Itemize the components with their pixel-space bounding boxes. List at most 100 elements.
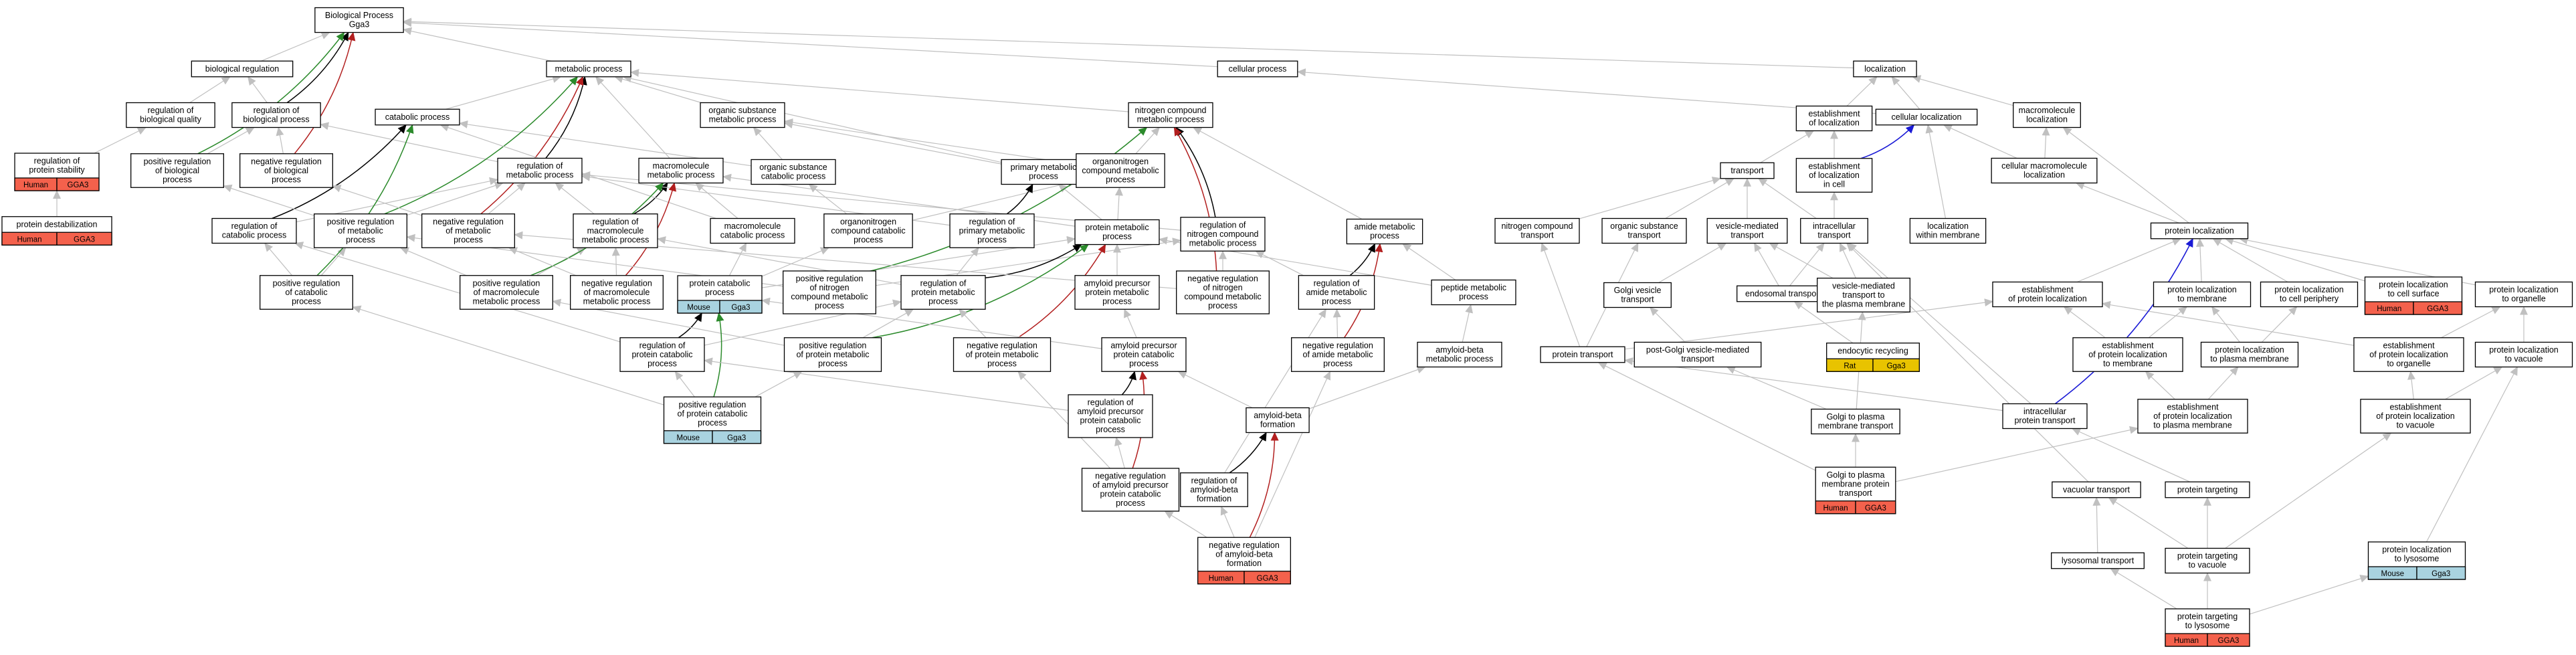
node-label-line: protein metabolic [911,288,975,297]
node-label-line: negative regulation [581,278,652,288]
go-term-node-lysot[interactable]: lysosomal transport [2051,552,2145,569]
go-term-node-ptarg[interactable]: protein targeting [2165,481,2250,498]
go-term-node-cloc[interactable]: cellular localization [1875,108,1978,126]
go-term-node-loc[interactable]: localization [1853,60,1917,78]
species-tag-mouse: Mouse [663,430,713,444]
go-term-node-catp[interactable]: catabolic process [375,108,460,126]
edge-protmp-to-pmp [1058,183,1102,220]
go-term-node-mp[interactable]: metabolic process [546,60,631,78]
node-label-line: protein targeting [2177,612,2238,622]
go-term-node-endot[interactable]: endosomal transport [1737,285,1830,302]
go-term-node-transport[interactable]: transport [1720,162,1775,179]
node-box [953,337,1052,372]
node-label-line: regulation of [593,217,639,226]
go-term-node-ptrans[interactable]: protein transport [1540,346,1625,363]
go-term-node-cp[interactable]: cellular process [1217,60,1298,78]
go-term-node-vact[interactable]: vacuolar transport [2052,481,2141,498]
node-box [260,275,353,310]
edge-gtpmpt-to-ptrans [1597,362,1816,471]
go-term-node-br[interactable]: biological regulation [191,60,294,78]
go-term-node-ploc[interactable]: protein localization [2150,222,2249,240]
node-label-line: metabolic process [1189,238,1257,248]
node-label-line: negative regulation [1302,341,1373,350]
